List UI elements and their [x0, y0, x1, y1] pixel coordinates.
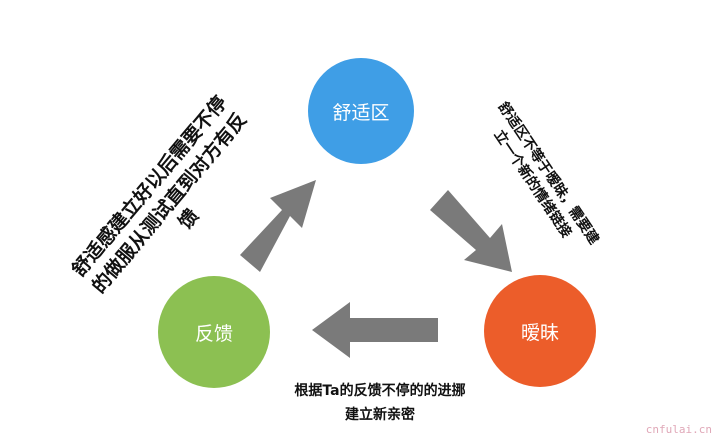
- node-feedback: 反馈: [158, 276, 270, 388]
- arrow-up-right: [240, 180, 316, 272]
- node-comfort-zone: 舒适区: [308, 58, 414, 164]
- annotation-line: 根据Ta的反馈不停的的进挪: [294, 383, 466, 399]
- annotation-line: 建立新亲密: [345, 406, 415, 423]
- arrow-down-right: [430, 190, 512, 272]
- bottom-annotation: 根据Ta的反馈不停的的进挪 建立新亲密: [250, 380, 510, 428]
- node-label: 反馈: [194, 322, 233, 345]
- node-ambiguity: 暧昧: [484, 275, 596, 387]
- node-label: 舒适区: [332, 101, 390, 124]
- node-label: 暧昧: [520, 321, 559, 344]
- watermark: cnfulai.cn: [645, 423, 712, 436]
- arrow-left: [312, 302, 438, 358]
